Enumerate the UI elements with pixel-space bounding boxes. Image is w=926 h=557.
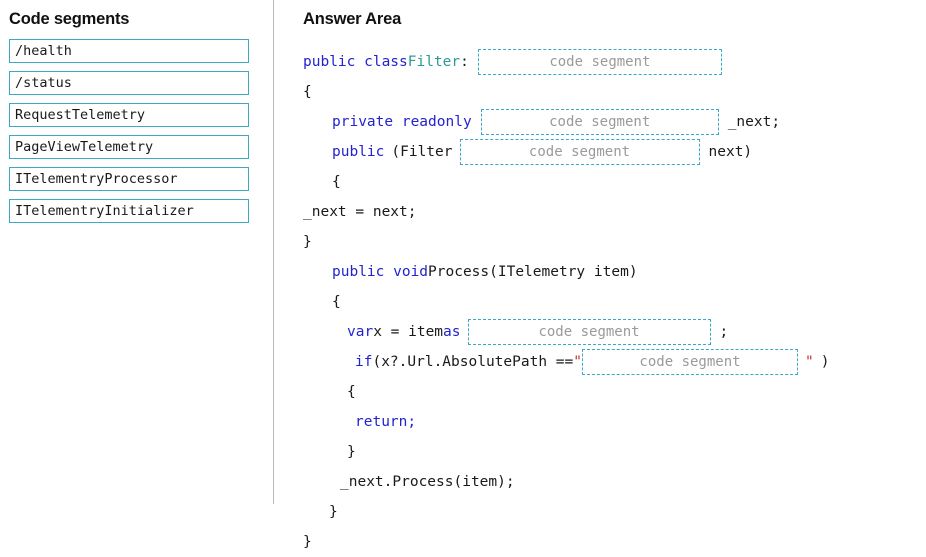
- code-token-plain: (x?.Url.AbsolutePath ==: [372, 354, 574, 370]
- drop-target-base-type[interactable]: code segment: [477, 49, 722, 75]
- code-token-plain: Process(ITelemetry item): [428, 264, 638, 280]
- code-token-plain: (Filter: [391, 144, 453, 160]
- code-segment-chip[interactable]: RequestTelemetry: [9, 103, 249, 127]
- code-line: _next = next;: [303, 197, 926, 227]
- code-line: var x = item as code segment;: [303, 317, 926, 347]
- code-line: return;: [303, 407, 926, 437]
- code-token-string-quote: ": [573, 354, 582, 370]
- code-token-plain: }: [303, 534, 312, 550]
- answer-area-title: Answer Area: [303, 10, 402, 28]
- code-token-keyword: var: [347, 324, 374, 340]
- drop-target-path-literal[interactable]: code segment: [582, 349, 798, 375]
- code-line: {: [303, 287, 926, 317]
- code-token-keyword: public class: [303, 54, 408, 70]
- code-line: }: [303, 527, 926, 557]
- drop-target-field-type[interactable]: code segment: [480, 109, 719, 135]
- code-token-type: Filter: [407, 54, 461, 70]
- drop-target-cast-type[interactable]: code segment: [467, 319, 711, 345]
- code-segment-chip[interactable]: /status: [9, 71, 249, 95]
- code-token-plain: _next = next;: [303, 204, 417, 220]
- code-token-plain: next): [708, 144, 753, 160]
- code-token-plain: _next;: [727, 114, 781, 130]
- code-token-keyword: private readonly: [332, 114, 472, 130]
- code-segments-panel: Code segments /health /status RequestTel…: [0, 0, 274, 504]
- code-token-plain: }: [303, 234, 312, 250]
- code-segment-chip[interactable]: /health: [9, 39, 249, 63]
- code-line: {: [303, 377, 926, 407]
- code-token-plain: ): [820, 354, 830, 370]
- code-line: {: [303, 77, 926, 107]
- code-segments-title: Code segments: [9, 10, 130, 28]
- code-line: }: [303, 227, 926, 257]
- code-token-plain: {: [332, 174, 341, 190]
- code-segment-chip[interactable]: PageViewTelemetry: [9, 135, 249, 159]
- code-segment-chip[interactable]: ITelementryProcessor: [9, 167, 249, 191]
- code-token-plain: :: [460, 54, 469, 70]
- code-line: if (x?.Url.AbsolutePath == "code segment…: [303, 347, 926, 377]
- code-token-keyword: public void: [332, 264, 429, 280]
- code-line: public void Process(ITelemetry item): [303, 257, 926, 287]
- code-segment-chip[interactable]: ITelementryInitializer: [9, 199, 249, 223]
- code-token-plain: {: [332, 294, 341, 310]
- code-line: _next.Process(item);: [303, 467, 926, 497]
- code-line: private readonly code segment _next;: [303, 107, 926, 137]
- code-token-keyword: return;: [355, 414, 417, 430]
- code-line: }: [303, 497, 926, 527]
- code-token-plain: _next.Process(item);: [340, 474, 515, 490]
- code-segments-list: /health /status RequestTelemetry PageVie…: [0, 39, 273, 223]
- code-token-keyword: as: [443, 324, 461, 340]
- code-token-string-quote: ": [805, 354, 814, 370]
- code-token-plain: {: [303, 84, 312, 100]
- drop-target-ctor-param-type[interactable]: code segment: [459, 139, 700, 165]
- answer-area-panel: Answer Area public class Filter : code se…: [274, 0, 926, 550]
- code-line: }: [303, 437, 926, 467]
- code-token-plain: }: [347, 444, 356, 460]
- code-line: public (Filter code segment next): [303, 137, 926, 167]
- code-token-keyword: public: [332, 144, 385, 160]
- code-token-plain: ;: [719, 324, 729, 340]
- code-token-plain: {: [347, 384, 356, 400]
- code-line: {: [303, 167, 926, 197]
- code-line: public class Filter : code segment: [303, 47, 926, 77]
- code-token-keyword: if: [355, 354, 373, 370]
- code-token-plain: x = item: [373, 324, 444, 340]
- code-token-plain: }: [329, 504, 338, 520]
- code-listing: public class Filter : code segment { priv…: [274, 47, 926, 557]
